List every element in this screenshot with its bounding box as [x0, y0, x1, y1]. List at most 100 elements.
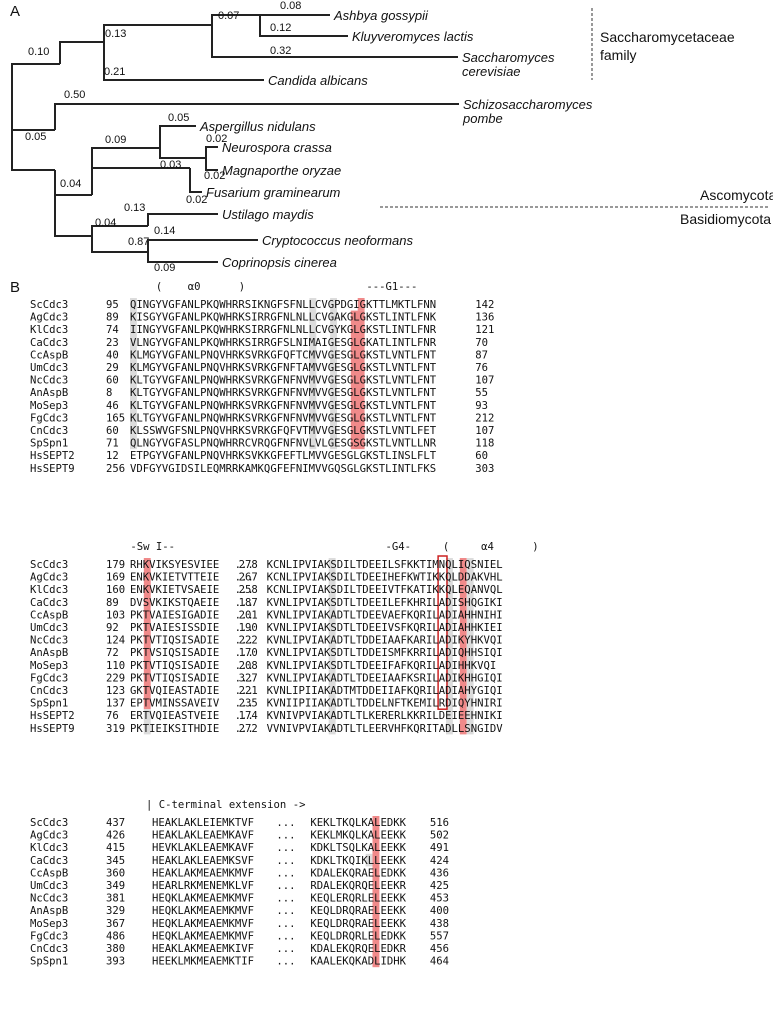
sequence-mid-start: 187 [239, 597, 258, 609]
sequence-mid-start: 174 [239, 710, 258, 722]
alignment-highlight [143, 558, 151, 710]
sequence-residues: HEQKLAKMEAEMKMVF [152, 930, 254, 942]
alignment-highlight [357, 298, 365, 311]
panel-label-a: A [10, 3, 20, 20]
sequence-mid-start: 190 [239, 622, 258, 634]
sequence-end: 453 [430, 893, 449, 905]
tree-branch [189, 168, 202, 193]
sequence-name: HsSEPT9 [30, 723, 75, 735]
sequence-residues: KVNLIPVIAKSDTLTDEEILEFKHRILADISHQGIKI [267, 597, 503, 609]
sequence-end: 516 [430, 817, 449, 829]
sequence-name: NcCdc3 [30, 893, 68, 905]
sequence-residues: KDALEKQRAELEDKK [310, 867, 406, 879]
alignment-highlight [328, 558, 336, 735]
sequence-gap: ... [235, 710, 254, 722]
sequence-mid-start: 278 [239, 559, 258, 571]
sequence-end: 502 [430, 830, 449, 842]
sequence-name: CnCdc3 [30, 943, 68, 955]
sequence-start: 74 [106, 324, 119, 336]
sequence-name: NcCdc3 [30, 375, 68, 387]
sequence-end: 121 [475, 324, 494, 336]
sequence-end: 107 [475, 425, 494, 437]
sequence-name: NcCdc3 [30, 635, 68, 647]
sequence-name: SpSpn1 [30, 956, 68, 968]
sequence-mid-start: 221 [239, 685, 258, 697]
alignment-highlight [459, 558, 467, 735]
sequence-gap: ... [276, 956, 295, 968]
sequence-residues: HEAKLAKLEAEMKSVF [152, 855, 254, 867]
tree-branch [147, 213, 218, 226]
sequence-name: KlCdc3 [30, 842, 68, 854]
sequence-name: CaCdc3 [30, 855, 68, 867]
sequence-name: AgCdc3 [30, 572, 68, 584]
sequence-name: ScCdc3 [30, 817, 68, 829]
sequence-name: FgCdc3 [30, 672, 68, 684]
sequence-mid-start: 201 [239, 609, 258, 621]
sequence-end: 107 [475, 375, 494, 387]
taxon-label: Fusarium graminearum [206, 185, 341, 200]
sequence-start: 124 [106, 635, 125, 647]
tree-branch [11, 63, 60, 98]
sequence-end: 70 [475, 337, 488, 349]
sequence-start: 110 [106, 660, 125, 672]
sequence-name: UmCdc3 [30, 362, 68, 374]
sequence-end: 60 [475, 450, 488, 462]
sequence-name: CcAspB [30, 349, 68, 361]
sequence-start: 160 [106, 584, 125, 596]
sequence-name: CcAspB [30, 867, 68, 879]
sequence-gap: ... [235, 685, 254, 697]
sequence-start: 29 [106, 362, 119, 374]
sequence-name: SpSpn1 [30, 438, 68, 450]
taxon-label: Aspergillus nidulans [199, 119, 316, 134]
sequence-residues: KCNLIPVIAKSDILTDEEILSFKKTIMNQLIQSNIEL [267, 559, 503, 571]
taxon-label: pombe [462, 111, 503, 126]
sequence-gap: ... [235, 660, 254, 672]
sequence-residues: KEQLERQRLELEEKK [310, 893, 406, 905]
sequence-residues: KLTGYVGFANLPNQWHRKSVRKGFNFNVMVVGESGLGKST… [130, 412, 437, 424]
branch-length-label: 0.02 [204, 170, 225, 182]
sequence-start: 426 [106, 830, 125, 842]
alignment-header: ( α0 ) ---G1--- [124, 281, 417, 293]
sequence-start: 89 [106, 597, 119, 609]
branch-length-label: 0.05 [168, 112, 189, 124]
sequence-residues: KVNIIPIIAKADTLTDDELNFTKEMILRDIQYHNIRI [267, 698, 503, 710]
sequence-gap: ... [276, 893, 295, 905]
branch-length-label: 0.02 [186, 194, 207, 206]
sequence-residues: KVNLIPVIAKSDTLTDEEIVSFKQRILADIAHHKIEI [267, 622, 503, 634]
sequence-residues: KLMGYVGFANLPNQVHRKSVRKGFQFTCMVVGESGLGKST… [130, 349, 437, 361]
taxon-label: Kluyveromyces lactis [352, 29, 474, 44]
sequence-name: AnAspB [30, 387, 68, 399]
sequence-start: 60 [106, 375, 119, 387]
taxon-label: Candida albicans [268, 73, 368, 88]
sequence-end: 118 [475, 438, 494, 450]
sequence-mid-start: 327 [239, 672, 258, 684]
sequence-residues: KVNLIPIIAKADTMTDDEIIAFKQRILADIAHYGIQI [267, 685, 503, 697]
sequence-residues: QLNGYVGFASLPNQWHRRCVRQGFNFNVLVLGESGSGKST… [130, 438, 437, 450]
sequence-residues: HEQKLAKMEAEMKMVF [152, 893, 254, 905]
sequence-start: 179 [106, 559, 125, 571]
alignment-highlight [130, 298, 137, 450]
sequence-name: KlCdc3 [30, 584, 68, 596]
branch-length-label: 0.32 [270, 45, 291, 57]
sequence-residues: PKTIEIKSITHDIE [130, 723, 219, 735]
sequence-start: 165 [106, 412, 125, 424]
sequence-residues: HEARLRKMENEMKLVF [152, 880, 254, 892]
tree-branch [211, 14, 260, 25]
sequence-start: 256 [106, 463, 125, 475]
sequence-start: 319 [106, 723, 125, 735]
sequence-residues: KCNLIPVIAKSDILTDEEIVTFKATIKKQLEQANVQL [267, 584, 503, 596]
sequence-name: CcAspB [30, 609, 68, 621]
tree-branch [91, 236, 148, 253]
sequence-start: 89 [106, 312, 119, 324]
sequence-start: 437 [106, 817, 125, 829]
tree-branch [91, 167, 190, 195]
tree-branch [11, 142, 55, 171]
alignment-highlight [365, 853, 373, 867]
sequence-residues: KVNLIPVIAKADTLTDEEVAEFKQRILADIAHHNIHI [267, 609, 503, 621]
tree-branch [147, 252, 218, 263]
sequence-residues: KVNIVPVIAKADTLTLKERERLKKRILDEIEEHNIKI [267, 710, 503, 722]
sequence-gap: ... [235, 609, 254, 621]
group-label-saccharomycetaceae: Saccharomycetaceae [600, 29, 735, 45]
sequence-end: 55 [475, 387, 488, 399]
